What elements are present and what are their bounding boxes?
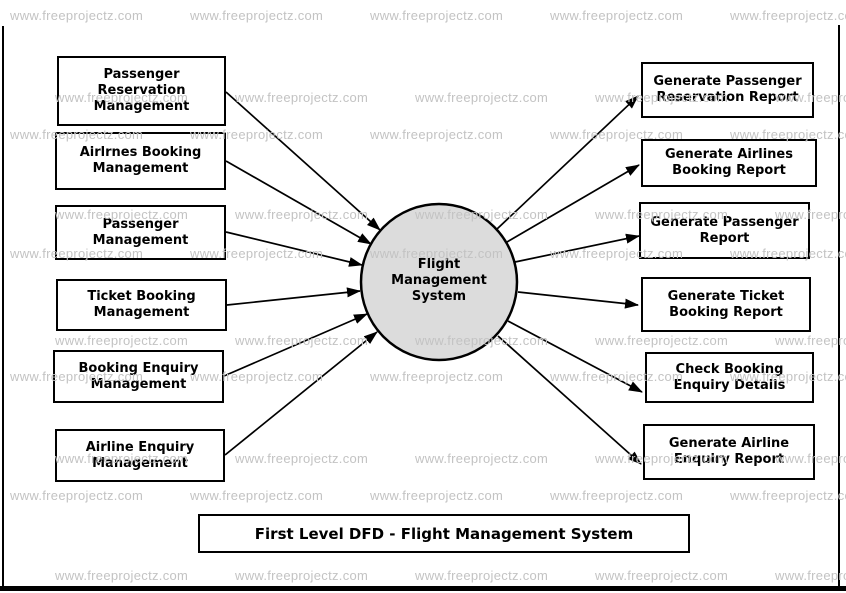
data-flow-arrow-out-2 [506,164,640,243]
data-flow-arrow-out-1 [496,95,639,230]
data-flow-arrow-in-4 [226,287,361,306]
data-flow-arrow-in-1 [225,91,381,231]
data-flow-arrow-in-3 [225,231,363,267]
process-box-check-booking-enquiry-details: Check Booking Enquiry Details [645,352,814,403]
frame-border-bottom [0,586,846,591]
process-box-generate-airline-enquiry-report: Generate Airline Enquiry Report [643,424,815,480]
process-box-airline-enquiry-management: Airline Enquiry Management [55,429,225,482]
process-box-booking-enquiry-management: Booking Enquiry Management [53,350,224,403]
process-box-airlrnes-booking-management: Airlrnes Booking Management [55,132,226,190]
process-box-generate-passenger-report: Generate Passenger Report [639,202,810,259]
process-label: Passenger Management [92,216,189,248]
frame-border-right [838,25,840,591]
data-flow-arrow-out-4 [517,291,639,309]
process-label: Check Booking Enquiry Details [673,361,786,393]
process-label: Airline Enquiry Management [85,439,195,471]
data-flow-arrow-out-3 [514,233,640,263]
process-label: Generate Passenger Report [650,214,799,246]
process-box-generate-ticket-booking-report: Generate Ticket Booking Report [641,277,811,332]
caption-box: First Level DFD - Flight Management Syst… [198,514,690,553]
process-label: Generate Airlines Booking Report [665,147,793,178]
frame-border-left [2,26,4,591]
process-label: Generate Ticket Booking Report [667,288,785,320]
process-label: Generate Passenger Reservation Report [653,74,802,105]
process-box-passenger-reservation-management: Passenger Reservation Management [57,56,226,126]
data-flow-arrow-out-6 [497,335,642,465]
process-label: Generate Airline Enquiry Report [668,436,790,467]
data-flow-arrow-in-2 [225,160,372,245]
process-box-ticket-booking-management: Ticket Booking Management [56,279,227,331]
process-label: Airlrnes Booking Management [79,145,202,176]
system-process-circle [359,202,519,362]
data-flow-arrow-in-6 [224,331,378,456]
data-flow-arrow-out-5 [507,320,643,393]
process-box-passenger-management: Passenger Management [55,205,226,260]
caption-label: First Level DFD - Flight Management Syst… [254,524,634,543]
process-box-generate-airlines-booking-report: Generate Airlines Booking Report [641,139,817,187]
data-flow-arrow-in-5 [223,313,368,377]
process-label: Booking Enquiry Management [78,360,199,392]
process-label: Passenger Reservation Management [93,67,190,114]
process-label: Ticket Booking Management [87,289,196,320]
system-process-label: Flight Management System [391,257,487,304]
process-box-generate-passenger-reservation-report: Generate Passenger Reservation Report [641,62,814,118]
